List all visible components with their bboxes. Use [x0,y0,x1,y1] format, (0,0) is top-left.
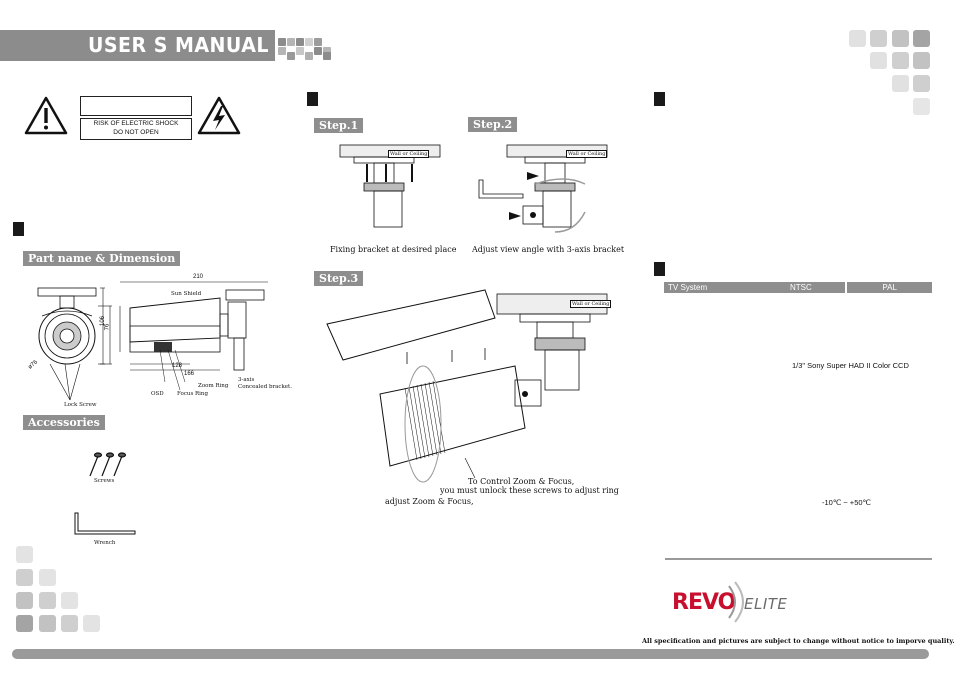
warning-label-box-empty [80,96,192,116]
step-1-tag: Step.1 [314,118,364,133]
step-3-note-3: adjust Zoom & Focus, [385,497,474,506]
label-lock-screw: Lock Screw [64,402,97,408]
wall-label-step1: Wall or Ceiling [388,150,430,158]
page-title: USER S MANUAL [88,33,269,57]
spec-header-tv-system: TV System [664,282,846,293]
step-1-caption: Fixing bracket at desired place [330,245,457,254]
wall-label-step2: Wall or Ceiling [566,150,608,158]
step-3-tag: Step.3 [314,271,364,286]
step-3-note-2: you must unlock these screws to adjust r… [440,486,619,495]
wrench-icon [74,512,136,535]
spec-table-header: TV System NTSC PAL [664,282,932,293]
label-concealed-bracket: Concealed bracket. [238,384,293,390]
dim-166-label: 166 [184,371,195,377]
spec-header-ntsc: NTSC [790,283,812,292]
label-focus-ring: Focus Ring [177,391,208,397]
disclaimer-text: All specification and pictures are subje… [642,637,954,645]
label-screws: Screws [94,478,115,484]
dim-128-label: 128 [172,363,183,369]
spec-operating-temperature: -10℃ ~ +50℃ [822,498,871,507]
wall-label-step3: Wall or Ceiling [570,300,612,308]
step-2-caption: Adjust view angle with 3-axis bracket [472,245,625,254]
section-marker-right-top [654,92,665,106]
revo-elite-logo: REVO ELITE [665,576,814,628]
section-marker-installation [307,92,318,106]
warning-line-1: RISK OF ELECTRIC SHOCK [93,120,179,127]
logo-revo-text: REVO [672,590,736,615]
label-osd: OSD [151,391,164,397]
label-wrench: Wrench [94,540,116,546]
label-zoom-ring: Zoom Ring [198,383,229,389]
logo-elite-text: ELITE [744,595,788,613]
electric-shock-icon [197,96,241,135]
footer-bar [12,649,929,659]
screws-icon [89,452,127,477]
logo-signal-waves-icon [728,581,744,623]
spec-header-pal: PAL [847,282,932,293]
part-name-tag: Part name & Dimension [23,251,181,266]
dim-210-label: 210 [193,274,204,280]
warning-line-2: DO NOT OPEN [113,129,159,136]
step-3-note-1: To Control Zoom & Focus, [468,477,575,486]
section-marker-part-name [13,222,24,236]
label-3axis: 3-axis [238,377,255,383]
header-bar [0,30,275,61]
spec-image-sensor: 1/3" Sony Super HAD II Color CCD [792,361,909,370]
step-3-drawing [326,289,608,483]
right-divider [665,558,932,560]
dim-76-label: 76 [104,323,111,331]
accessories-tag: Accessories [23,415,105,430]
step-2-tag: Step.2 [468,117,518,132]
section-marker-specifications [654,262,665,276]
camera-dimension-drawing [37,281,268,401]
warning-exclamation-icon [24,96,68,135]
label-sun-shield: Sun Shield [171,291,202,297]
warning-label-box: RISK OF ELECTRIC SHOCK DO NOT OPEN [80,118,192,140]
